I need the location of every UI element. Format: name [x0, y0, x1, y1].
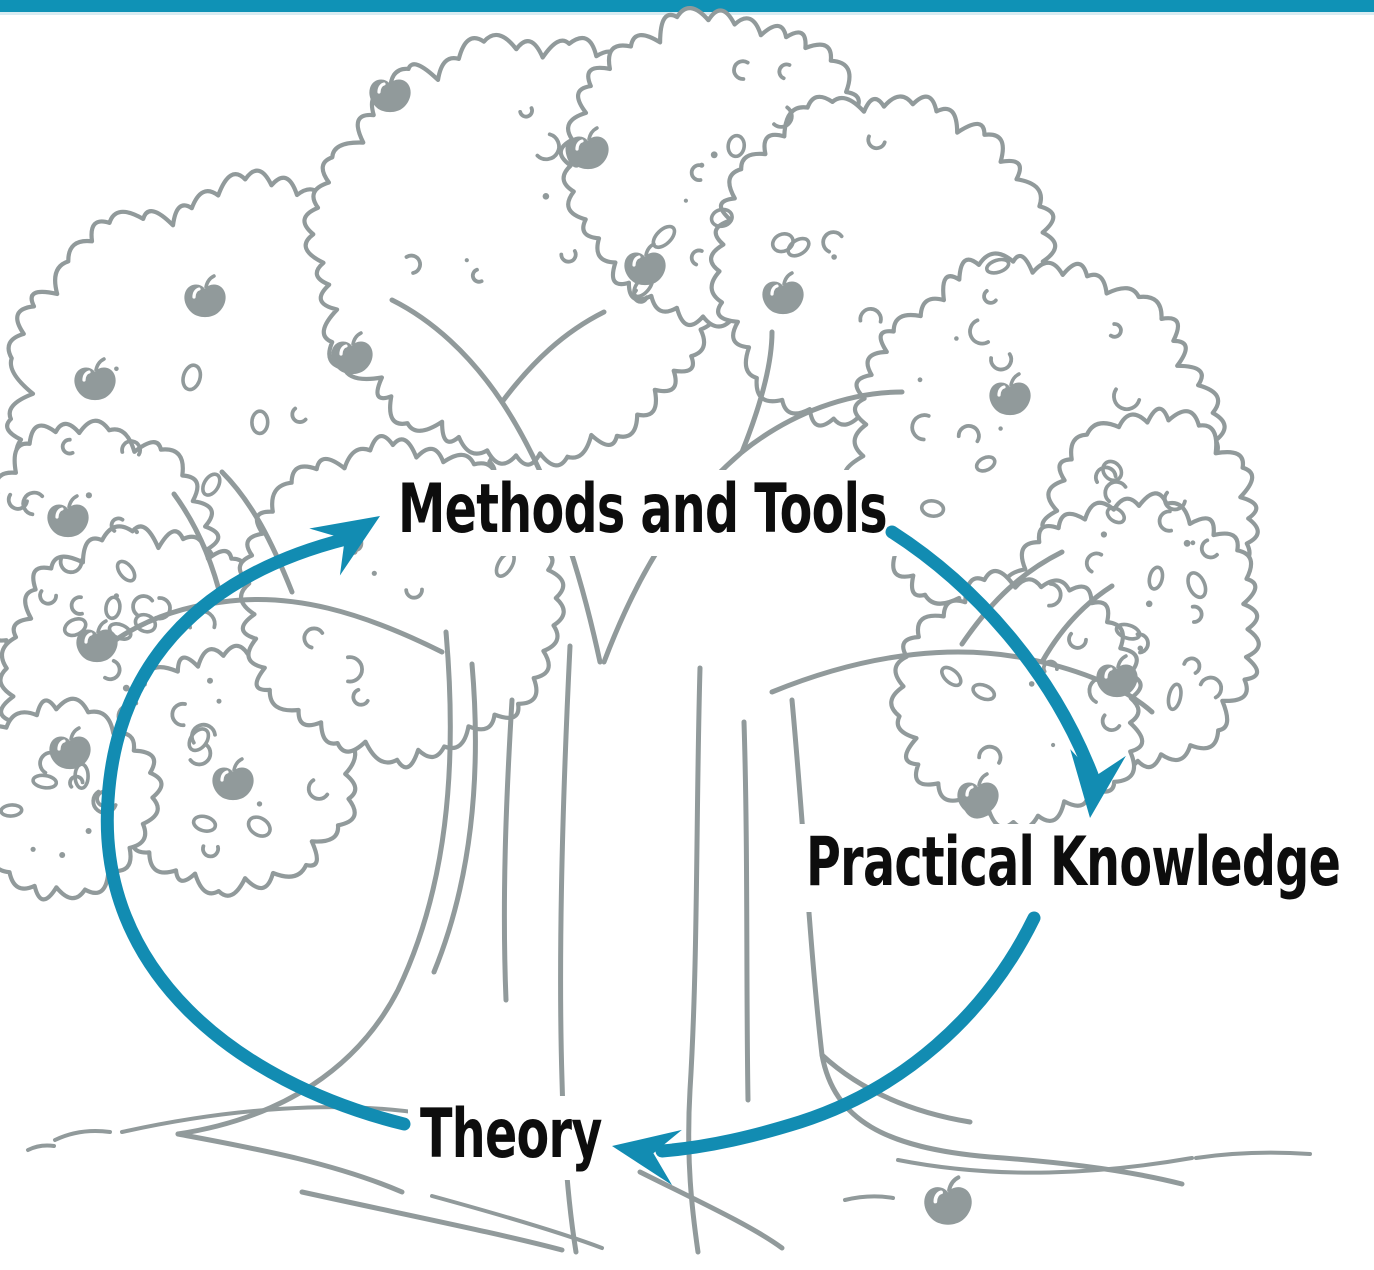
arrow-theory-to-methods-tools: [100, 532, 411, 1131]
arrowhead-practical-knowledge-icon: [1070, 749, 1126, 818]
tree-canopy-group: [0, 6, 1261, 902]
arrow-methods-tools-to-practical-knowledge: [885, 525, 1099, 782]
node-label-methods-and-tools: Methods and Tools: [398, 470, 888, 549]
node-label-theory: Theory: [420, 1095, 602, 1174]
label-backdrops: [386, 470, 1372, 1180]
arrowhead-methods-tools-icon: [309, 516, 380, 576]
cycle-arrows-group: [100, 516, 1126, 1186]
tree-trunk-group: [175, 629, 1185, 1255]
node-label-practical-knowledge: Practical Knowledge: [806, 823, 1341, 902]
ground-group: [26, 1105, 1312, 1250]
apples-group: [47, 69, 1138, 1225]
arrowhead-theory-icon: [612, 1129, 682, 1186]
arrow-practical-knowledge-to-theory: [655, 911, 1041, 1158]
